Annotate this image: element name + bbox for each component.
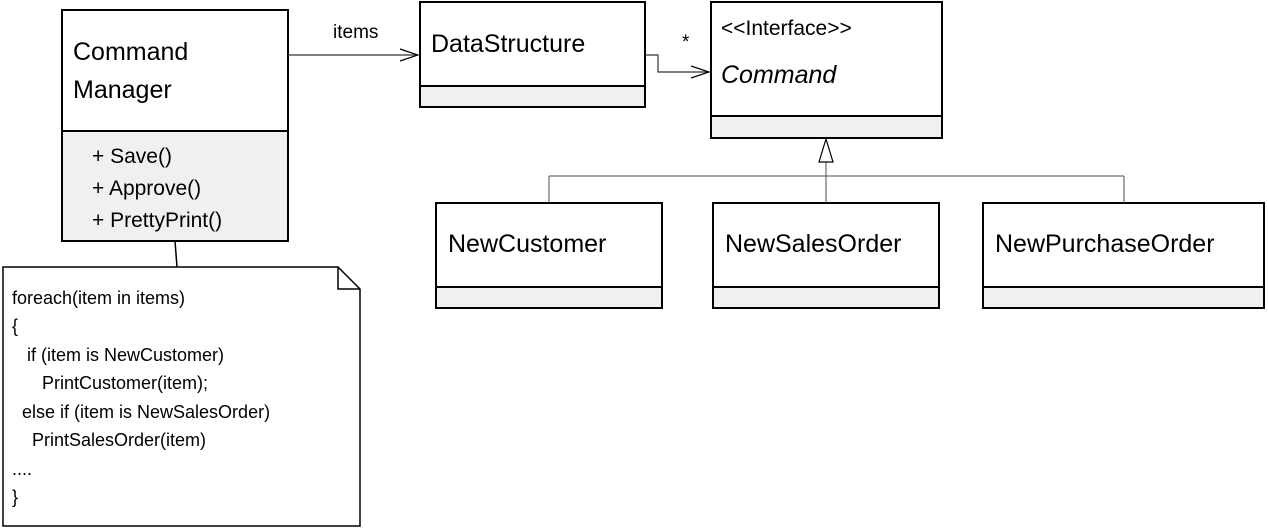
generalization-connector	[548, 136, 1125, 203]
command-association: *	[645, 32, 709, 72]
interface-stereotype: <<Interface>>	[721, 17, 852, 40]
command-interface-name: Command	[721, 61, 837, 89]
command-manager-class[interactable]: Command Manager + Save() + Approve() + P…	[61, 9, 289, 242]
operation-approve: + Approve()	[92, 177, 201, 200]
code-note: foreach(item in items) { if (item is New…	[2, 266, 361, 527]
command-manager-name-line-1: Command	[73, 38, 188, 66]
command-interface[interactable]: <<Interface>> Command	[710, 1, 943, 139]
operation-save: + Save()	[92, 145, 172, 168]
note-line: PrintCustomer(item);	[12, 373, 208, 393]
note-line: foreach(item in items)	[12, 288, 185, 308]
new-customer-class[interactable]: NewCustomer	[435, 202, 663, 309]
new-sales-order-class[interactable]: NewSalesOrder	[712, 202, 940, 309]
new-purchase-order-class[interactable]: NewPurchaseOrder	[982, 202, 1265, 309]
note-line: if (item is NewCustomer)	[12, 345, 224, 365]
note-line: {	[12, 316, 18, 336]
note-line: }	[12, 487, 18, 507]
note-anchor-line	[174, 240, 178, 268]
multiplicity-label: *	[682, 32, 690, 53]
items-association: items	[288, 22, 418, 55]
note-line: PrintSalesOrder(item)	[12, 430, 206, 450]
inheritance-triangle-icon	[818, 136, 834, 163]
items-label: items	[333, 22, 378, 43]
data-structure-name: DataStructure	[431, 30, 585, 58]
new-customer-name: NewCustomer	[448, 230, 606, 258]
new-sales-order-name: NewSalesOrder	[725, 230, 901, 258]
data-structure-class[interactable]: DataStructure	[419, 1, 646, 108]
operation-prettyprint: + PrettyPrint()	[92, 209, 222, 232]
note-line: else if (item is NewSalesOrder)	[12, 402, 270, 422]
note-line: ....	[12, 459, 32, 479]
new-purchase-order-name: NewPurchaseOrder	[995, 230, 1215, 258]
command-manager-name-line-2: Manager	[73, 76, 172, 104]
